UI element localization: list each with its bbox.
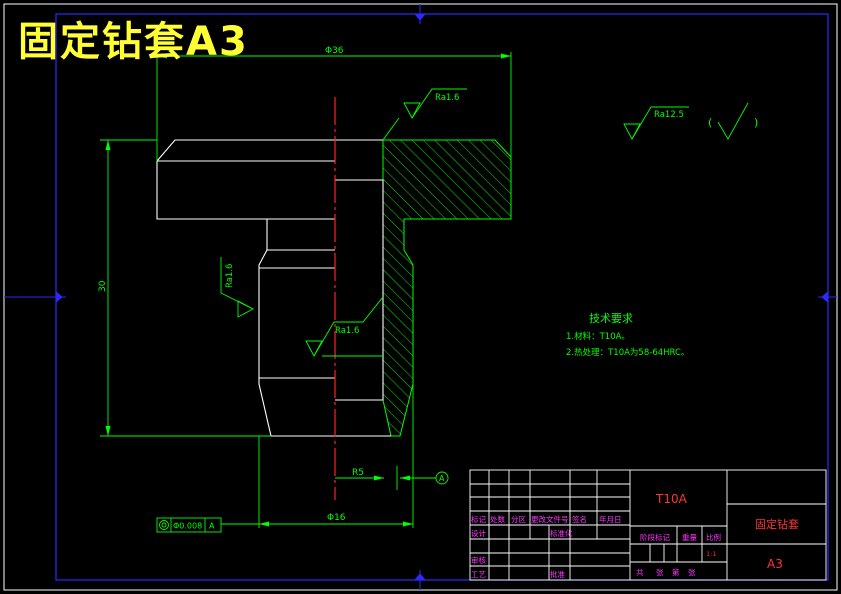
roughness-left: Ra1.6 — [225, 264, 235, 288]
roughness-general-paren-open: ( — [708, 116, 712, 129]
tb-label-standardize: 标准化 — [550, 528, 573, 538]
tb-label-mark: 标记 — [471, 514, 486, 524]
dim-height: 30 — [98, 280, 108, 292]
tech-req-heading: 技术要求 — [589, 312, 633, 325]
datum-letter: A — [439, 474, 445, 483]
tb-label-weight: 重量 — [682, 533, 697, 542]
tb-label-sheets-total: 共 — [636, 568, 644, 577]
tb-label-sheet-unit: 张 — [688, 568, 696, 577]
tolerance-value: Φ0.008 — [173, 522, 202, 531]
tb-label-design: 设计 — [471, 528, 486, 538]
tb-label-sheet-no: 第 — [672, 567, 680, 577]
roughness-top: Ra1.6 — [435, 93, 459, 103]
tb-scale-value: 1:1 — [706, 550, 716, 558]
centering-marks — [4, 4, 837, 590]
tb-label-date: 年月日 — [599, 514, 622, 524]
tb-label-stage-mark: 阶段标记 — [640, 532, 670, 542]
tech-req-line1: 1.材料：T10A。 — [566, 331, 630, 342]
tb-label-count: 处数 — [490, 514, 505, 524]
tolerance-frame — [156, 517, 222, 533]
tb-label-scale: 比例 — [706, 532, 721, 542]
dimension-lines — [100, 52, 512, 528]
tb-label-review: 审核 — [471, 555, 486, 565]
dim-radius: R5 — [352, 468, 364, 478]
roughness-general-paren-close: ) — [754, 116, 758, 129]
tb-label-zone: 分区 — [511, 515, 526, 524]
dim-bottom-diameter: Φ16 — [327, 513, 346, 523]
roughness-general: Ra12.5 — [654, 110, 684, 120]
tb-drawing-no: A3 — [767, 557, 783, 571]
tb-label-change-doc: 更改文件号 — [531, 514, 569, 524]
section-hatch — [382, 139, 512, 437]
tech-req-line2: 2.热处理：T10A为58-64HRC。 — [566, 347, 689, 358]
dimension-arrows — [105, 53, 511, 527]
title-block-grid — [469, 469, 827, 581]
tb-material: T10A — [655, 492, 688, 506]
drawing-title: 固定钻套A3 — [18, 19, 249, 65]
part-outline — [156, 139, 391, 437]
tb-part-name: 固定钻套 — [755, 517, 799, 531]
tb-label-signature: 签名 — [572, 514, 587, 524]
tolerance-datum: A — [209, 522, 215, 531]
tb-label-process: 工艺 — [471, 570, 486, 579]
tb-label-approve: 批准 — [550, 569, 565, 579]
dim-top-diameter: Φ36 — [325, 46, 344, 56]
tb-label-sheets-unit: 张 — [656, 568, 664, 577]
roughness-bore: Ra1.6 — [335, 326, 359, 336]
roughness-symbols — [220, 88, 749, 357]
